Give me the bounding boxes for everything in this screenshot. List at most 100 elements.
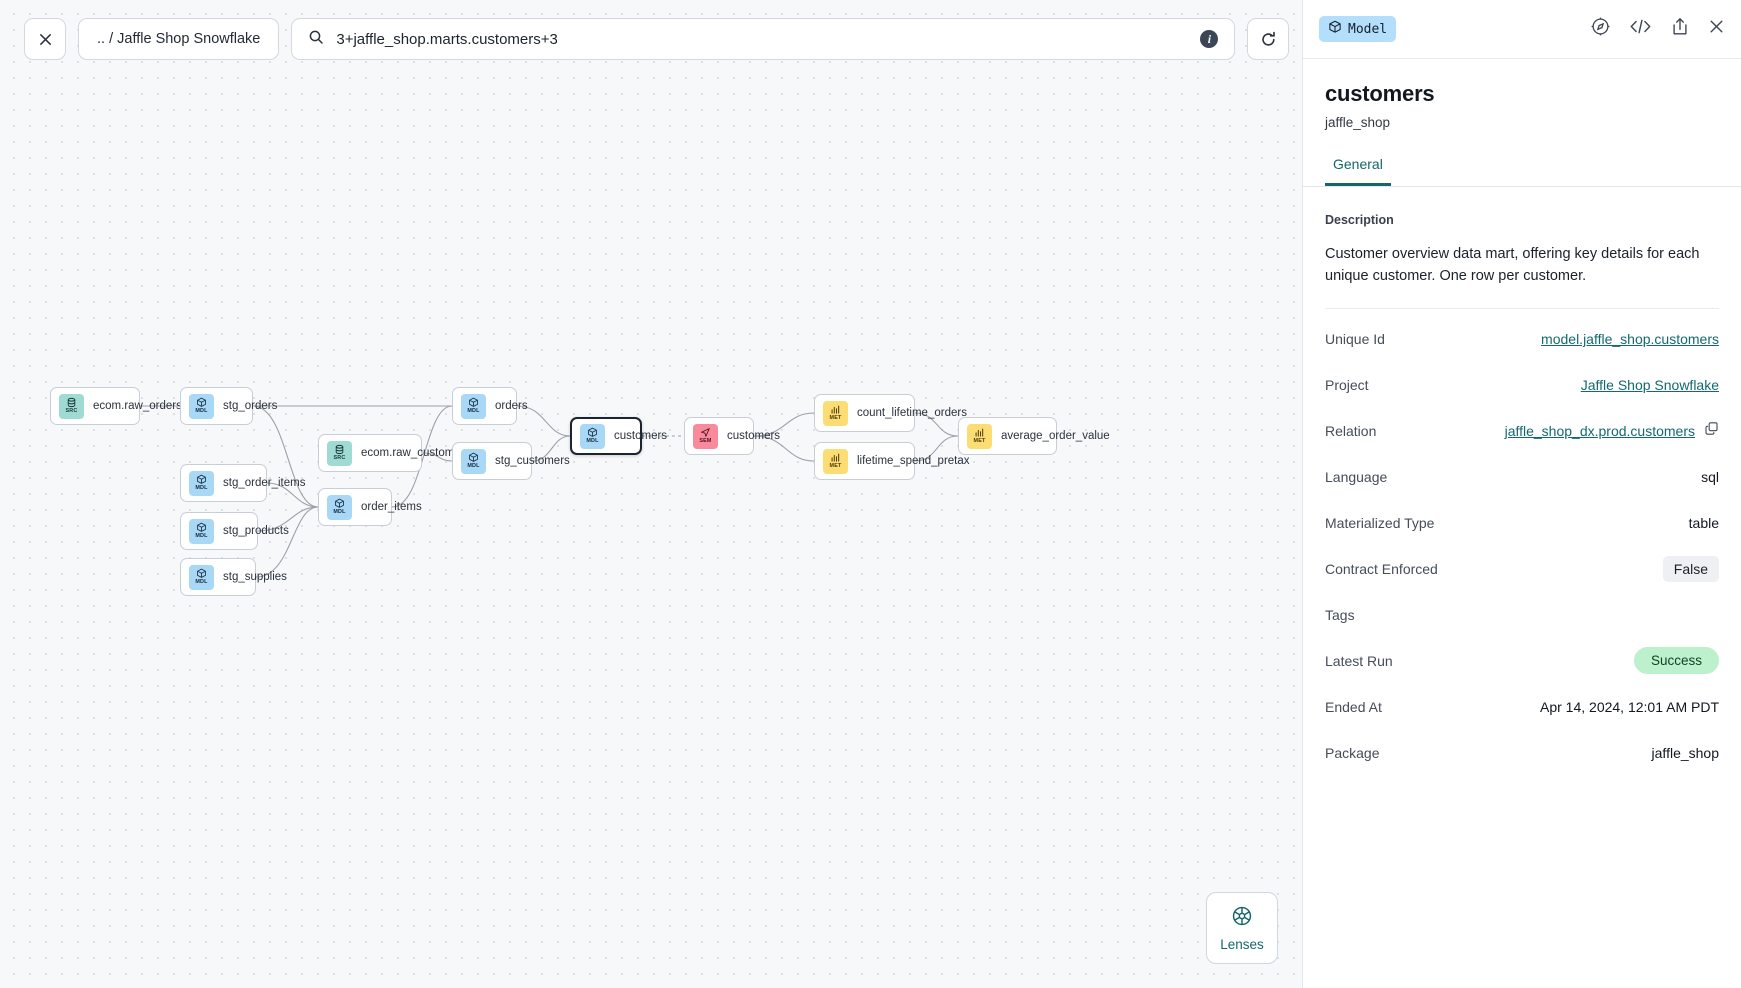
refresh-icon [1260,31,1277,48]
metadata-key: Project [1325,376,1369,393]
metadata-value-wrap: Success [1633,647,1719,675]
node-badge-met-icon: MET [823,448,848,474]
page-subtitle: jaffle_shop [1325,115,1391,130]
panel-close-icon[interactable] [1708,18,1725,40]
share-icon[interactable] [1670,16,1690,42]
search-input[interactable] [336,30,1189,48]
graph-node-label: stg_orders [223,400,278,412]
panel-header: Model [1303,0,1741,59]
lineage-canvas[interactable]: .. / Jaffle Shop Snowflake i [0,0,1302,988]
metadata-key: Unique Id [1325,330,1385,347]
metadata-key: Tags [1325,606,1355,623]
graph-node-label: customers [727,430,781,442]
node-badge-mdl-icon: MDL [189,518,214,544]
metadata-row: Ended At Apr 14, 2024, 12:01 AM PDT [1325,691,1719,723]
node-type-label: Model [1348,21,1388,37]
metadata-key: Ended At [1325,698,1382,715]
metadata-row: Contract Enforced False [1325,553,1719,585]
graph-node-label: order_items [361,501,422,513]
metadata-key: Contract Enforced [1325,560,1438,577]
node-badge-mdl-icon: MDL [189,393,214,419]
node-badge-sem-icon: SEM [693,423,718,449]
graph-node-customers_sem[interactable]: SEM customers [684,417,780,455]
tab-general[interactable]: General [1325,156,1391,186]
metadata-value[interactable]: jaffle_shop_dx.prod.customers [1504,422,1695,439]
metadata-value-wrap: jaffle_shop [1652,745,1719,761]
panel-tabs: General [1303,156,1741,187]
metadata-row: Project Jaffle Shop Snowflake [1325,369,1719,401]
metadata-value[interactable]: model.jaffle_shop.customers [1541,330,1719,347]
metadata-value-wrap: table [1689,515,1719,531]
details-panel: Model [1302,0,1741,988]
graph-node-stg_products[interactable]: MDL stg_products [180,512,289,550]
graph-node-label: stg_customers [495,455,570,467]
graph-node-orders[interactable]: MDL orders [452,387,528,425]
metadata-value-wrap: model.jaffle_shop.customers [1541,331,1719,347]
status-badge: False [1662,555,1719,582]
copy-icon[interactable] [1704,421,1719,441]
breadcrumb-label: .. / Jaffle Shop Snowflake [97,31,261,47]
refresh-button[interactable] [1247,18,1290,60]
lenses-button[interactable]: Lenses [1206,892,1278,964]
status-badge: Success [1633,647,1719,675]
graph-node-label: customers [614,430,668,442]
search-icon [308,29,324,50]
metadata-value: sql [1701,468,1719,485]
node-badge-mdl-icon: MDL [461,393,486,419]
graph-node-label: orders [495,400,528,412]
metadata-value: jaffle_shop [1651,744,1719,761]
graph-node-stg_orders[interactable]: MDL stg_orders [180,387,277,425]
divider [1325,307,1719,309]
close-button[interactable] [24,18,66,60]
lenses-label: Lenses [1220,936,1264,952]
metadata-value-wrap: sql [1701,469,1719,485]
graph-node-ecom_raw_orders[interactable]: SRC ecom.raw_orders [50,387,182,425]
metadata-key: Materialized Type [1325,514,1435,531]
canvas-toolbar: .. / Jaffle Shop Snowflake i [24,18,1290,60]
metadata-row: Package jaffle_shop [1325,737,1719,769]
panel-title-zone: customers jaffle_shop [1303,59,1741,130]
breadcrumb[interactable]: .. / Jaffle Shop Snowflake [78,18,280,60]
metadata-value-wrap: Jaffle Shop Snowflake [1581,377,1719,393]
metadata-row: Latest Run Success [1325,645,1719,677]
aperture-icon [1231,905,1253,932]
info-icon[interactable]: i [1200,30,1219,48]
node-badge-mdl-icon: MDL [580,423,605,449]
metadata-key: Latest Run [1325,652,1393,669]
node-badge-met-icon: MET [967,423,992,449]
explore-compass-icon[interactable] [1590,16,1611,42]
node-badge-met-icon: MET [823,400,848,426]
code-icon[interactable] [1629,16,1652,42]
graph-node-customers_model[interactable]: MDL customers [570,417,667,455]
graph-node-label: stg_products [223,525,289,537]
metadata-value: table [1688,514,1719,531]
description-text: Customer overview data mart, offering ke… [1325,246,1700,285]
node-type-chip[interactable]: Model [1319,16,1397,42]
node-badge-src-icon: SRC [59,393,84,419]
metadata-key: Package [1325,744,1380,761]
close-icon [38,32,53,47]
panel-body: Description Customer overview data mart,… [1303,187,1741,988]
metadata-row: Unique Id model.jaffle_shop.customers [1325,323,1719,355]
metadata-value: Apr 14, 2024, 12:01 AM PDT [1540,698,1719,715]
graph-node-order_items[interactable]: MDL order_items [318,488,422,526]
metadata-row: Materialized Type table [1325,507,1719,539]
graph-node-label: ecom.raw_orders [93,400,182,412]
description-label: Description [1325,213,1394,227]
metadata-value[interactable]: Jaffle Shop Snowflake [1580,376,1719,393]
metadata-value-wrap: False [1662,555,1719,582]
node-badge-mdl-icon: MDL [189,564,214,590]
lineage-search[interactable]: i [291,18,1236,60]
node-badge-mdl-icon: MDL [327,494,352,520]
node-badge-src-icon: SRC [327,440,352,466]
